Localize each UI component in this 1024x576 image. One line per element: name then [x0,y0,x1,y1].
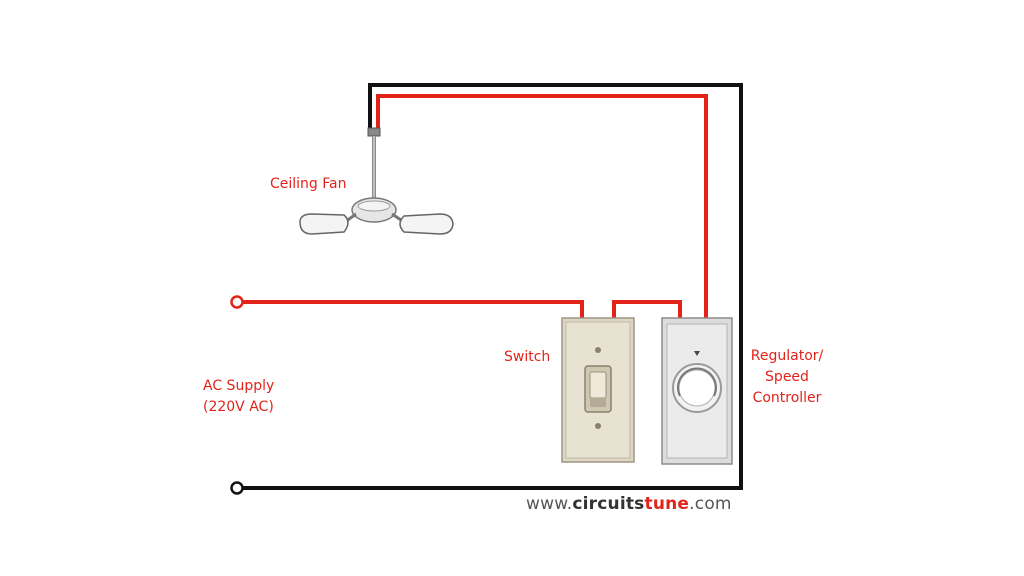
ac-supply-line2: (220V AC) [203,399,274,415]
toggle-switch-icon [561,317,635,463]
watermark-brand-part1: circuits [572,494,645,514]
terminal-circle-icon [230,295,244,309]
dial-regulator-icon [661,317,733,465]
regulator-line3: Controller [752,390,822,406]
watermark-brand-part2: tune [644,494,690,514]
live-wire-supply-to-switch [243,300,584,322]
watermark-suffix: .com [689,494,732,514]
terminal-circle-icon [230,481,244,495]
watermark: www.circuitstune.com [526,494,732,514]
live-wire-fan-to-regulator [376,94,708,322]
switch-label: Switch [504,349,551,365]
ceiling-fan-label: Ceiling Fan [270,176,347,192]
regulator-label: Regulator/ Speed Controller [744,346,830,409]
watermark-prefix: www. [526,494,573,514]
live-wire-switch-to-regulator [612,300,682,322]
neutral-wire [240,83,743,490]
regulator-line2: Speed [765,369,809,385]
ac-supply-line1: AC Supply [203,378,275,394]
regulator-line1: Regulator/ [750,348,824,364]
ac-supply-label: AC Supply (220V AC) [203,376,274,418]
ceiling-fan-icon [299,127,454,235]
